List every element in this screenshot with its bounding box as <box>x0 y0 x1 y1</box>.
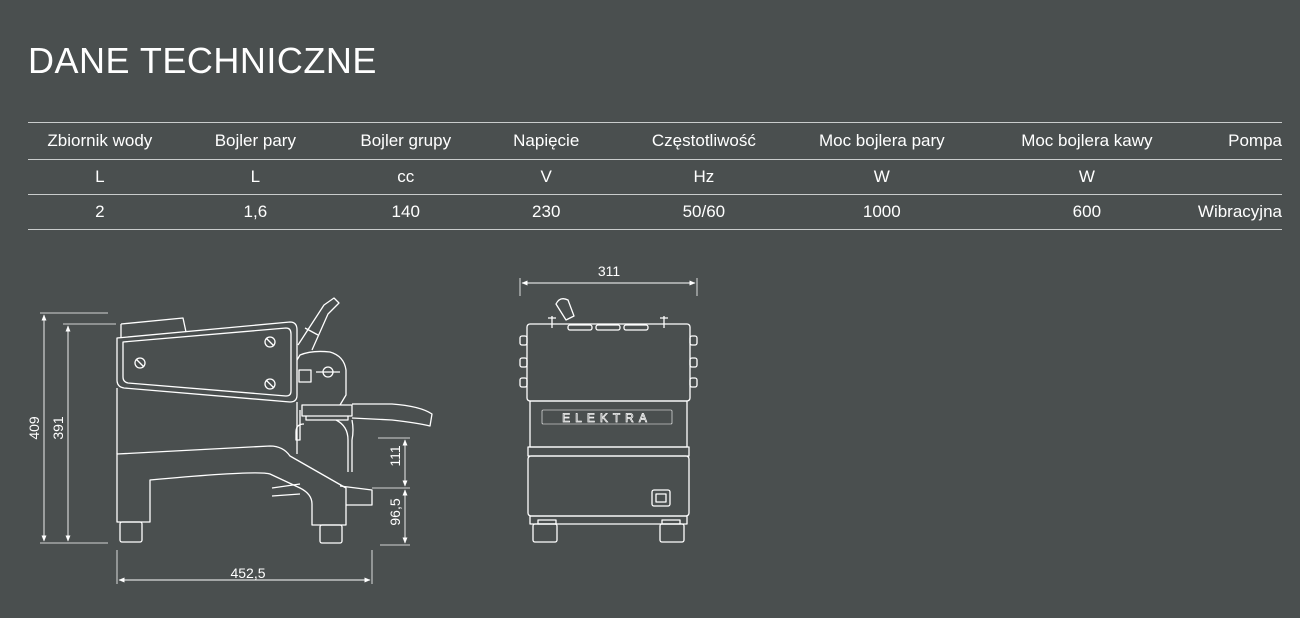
header-steam-boiler-power: Moc bojlera pary <box>787 122 976 160</box>
value-cell: 140 <box>338 194 473 230</box>
unit-cell: L <box>28 159 172 195</box>
spec-table: Zbiornik wody Bojler pary Bojler grupy N… <box>28 122 1282 230</box>
dim-depth: 452,5 <box>230 565 265 581</box>
dim-tray-height: 96,5 <box>387 498 403 525</box>
table-units-row: L L cc V Hz W W <box>28 159 1282 195</box>
header-voltage: Napięcie <box>472 122 620 160</box>
header-group-boiler: Bojler grupy <box>338 122 473 160</box>
dim-total-height: 409 <box>26 416 42 440</box>
unit-cell <box>1197 159 1282 195</box>
unit-cell: W <box>787 159 976 195</box>
table-values-row: 2 1,6 140 230 50/60 1000 600 Wibracyjna <box>28 194 1282 230</box>
page-title: DANE TECHNICZNE <box>28 40 377 81</box>
unit-cell: W <box>975 159 1198 195</box>
header-pump: Pompa <box>1197 122 1282 160</box>
header-steam-boiler: Bojler pary <box>171 122 339 160</box>
dim-body-height: 391 <box>50 416 66 440</box>
unit-cell: L <box>171 159 339 195</box>
value-cell: Wibracyjna <box>1197 194 1282 230</box>
header-frequency: Częstotliwość <box>619 122 788 160</box>
value-cell: 50/60 <box>619 194 788 230</box>
value-cell: 1000 <box>787 194 976 230</box>
value-cell: 2 <box>28 194 172 230</box>
dim-cup-clearance: 111 <box>387 445 403 466</box>
front-logo: ELEKTRA <box>562 411 652 425</box>
table-header-row: Zbiornik wody Bojler pary Bojler grupy N… <box>28 122 1282 160</box>
unit-cell: Hz <box>619 159 788 195</box>
header-water-tank: Zbiornik wody <box>28 122 172 160</box>
value-cell: 600 <box>975 194 1198 230</box>
header-coffee-boiler-power: Moc bojlera kawy <box>975 122 1198 160</box>
unit-cell: cc <box>338 159 473 195</box>
value-cell: 230 <box>472 194 620 230</box>
front-view-drawing <box>519 278 698 543</box>
value-cell: 1,6 <box>171 194 339 230</box>
side-view-drawing <box>40 297 433 584</box>
dim-width: 311 <box>598 263 621 279</box>
unit-cell: V <box>472 159 620 195</box>
